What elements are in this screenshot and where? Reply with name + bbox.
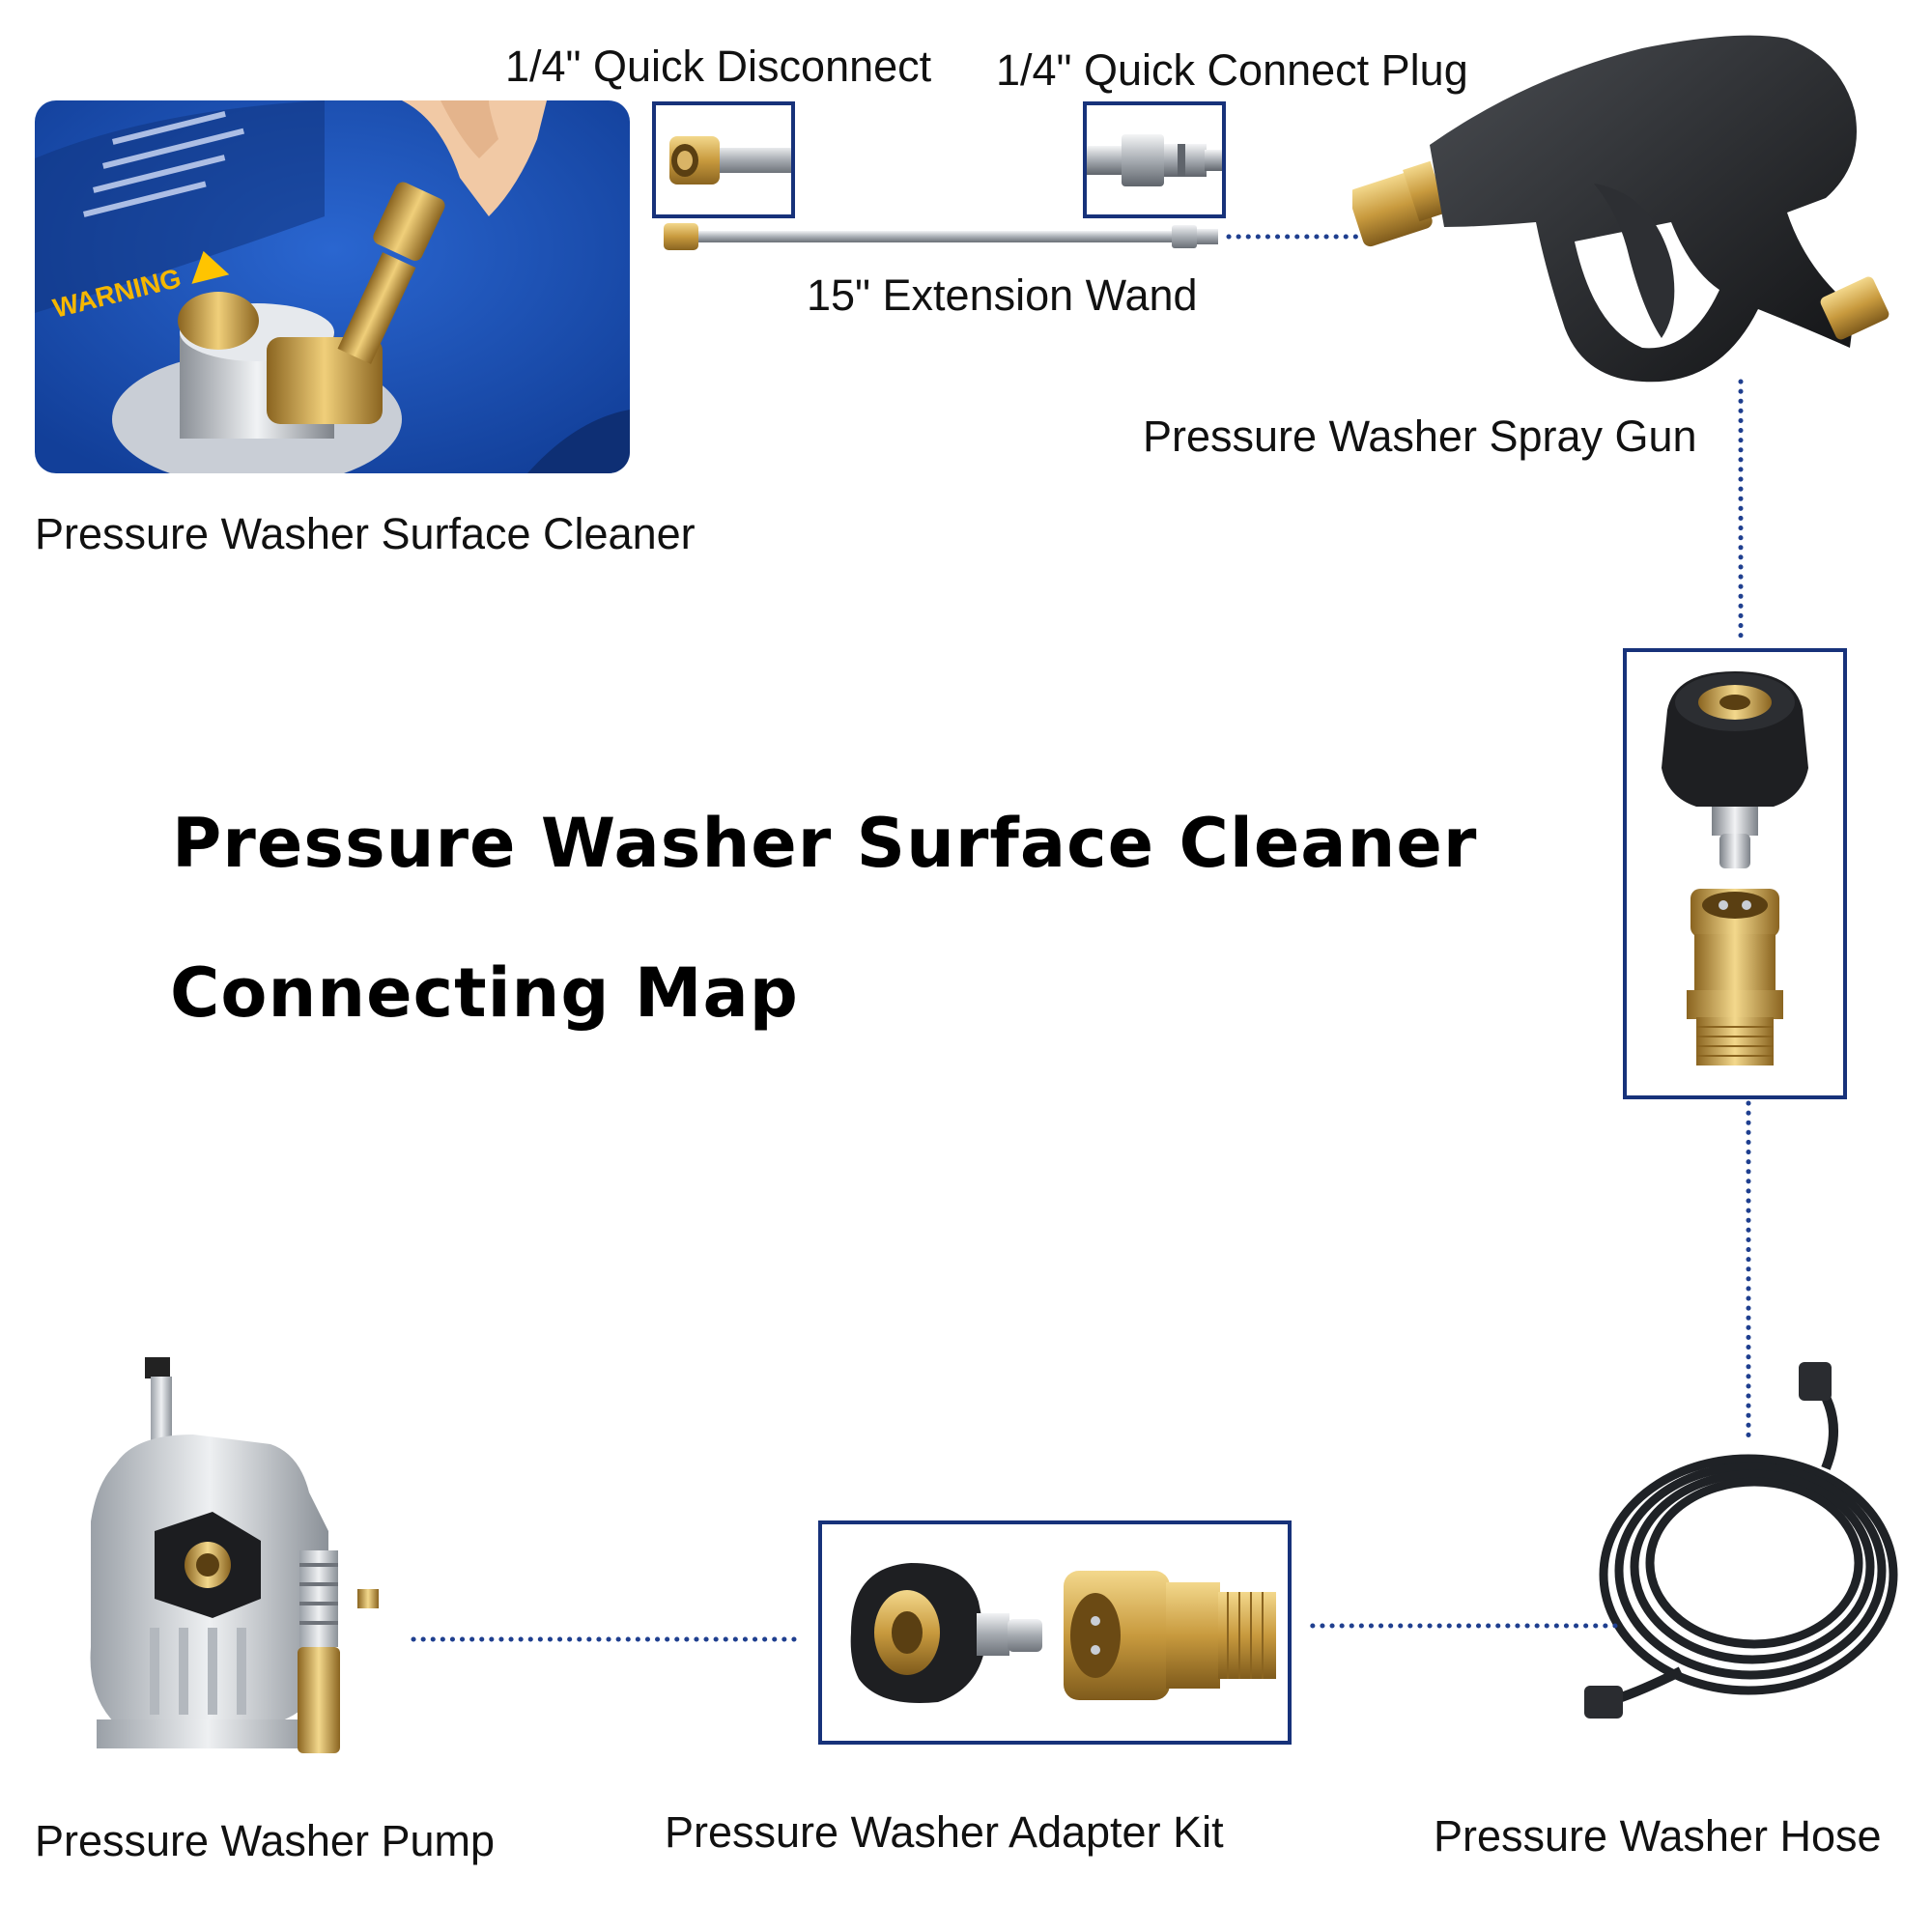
gun-adapter-frame [1623,648,1847,1099]
pump-icon [90,1357,379,1753]
quick-connect-plug-icon [1087,134,1222,186]
quick-disconnect-label: 1/4" Quick Disconnect [505,42,932,91]
adapter-kit-label: Pressure Washer Adapter Kit [665,1807,1224,1857]
surface-cleaner-illustration: WARNING [35,100,630,473]
hose-icon [1584,1362,1898,1719]
page-title-line-1: Pressure Washer Surface Cleaner [172,804,1478,883]
adapter-kit-icon [850,1563,1276,1703]
quick-connect-plug-label: 1/4" Quick Connect Plug [996,45,1468,95]
surface-cleaner-photo: WARNING [35,100,630,473]
gun-adapter-icon [1662,671,1808,1065]
pump-label: Pressure Washer Pump [35,1816,495,1865]
extension-wand-label: 15" Extension Wand [807,270,1198,320]
surface-cleaner-label: Pressure Washer Surface Cleaner [35,509,696,558]
adapter-kit-frame [818,1520,1292,1745]
page-title-line-2: Connecting Map [170,953,799,1033]
quick-connect-plug-frame [1083,101,1226,218]
quick-disconnect-icon [669,136,791,185]
quick-disconnect-frame [652,101,795,218]
hose-label: Pressure Washer Hose [1434,1811,1882,1861]
extension-wand-icon [664,223,1218,250]
spray-gun-label: Pressure Washer Spray Gun [1143,412,1697,461]
spray-gun-icon [1352,35,1889,383]
